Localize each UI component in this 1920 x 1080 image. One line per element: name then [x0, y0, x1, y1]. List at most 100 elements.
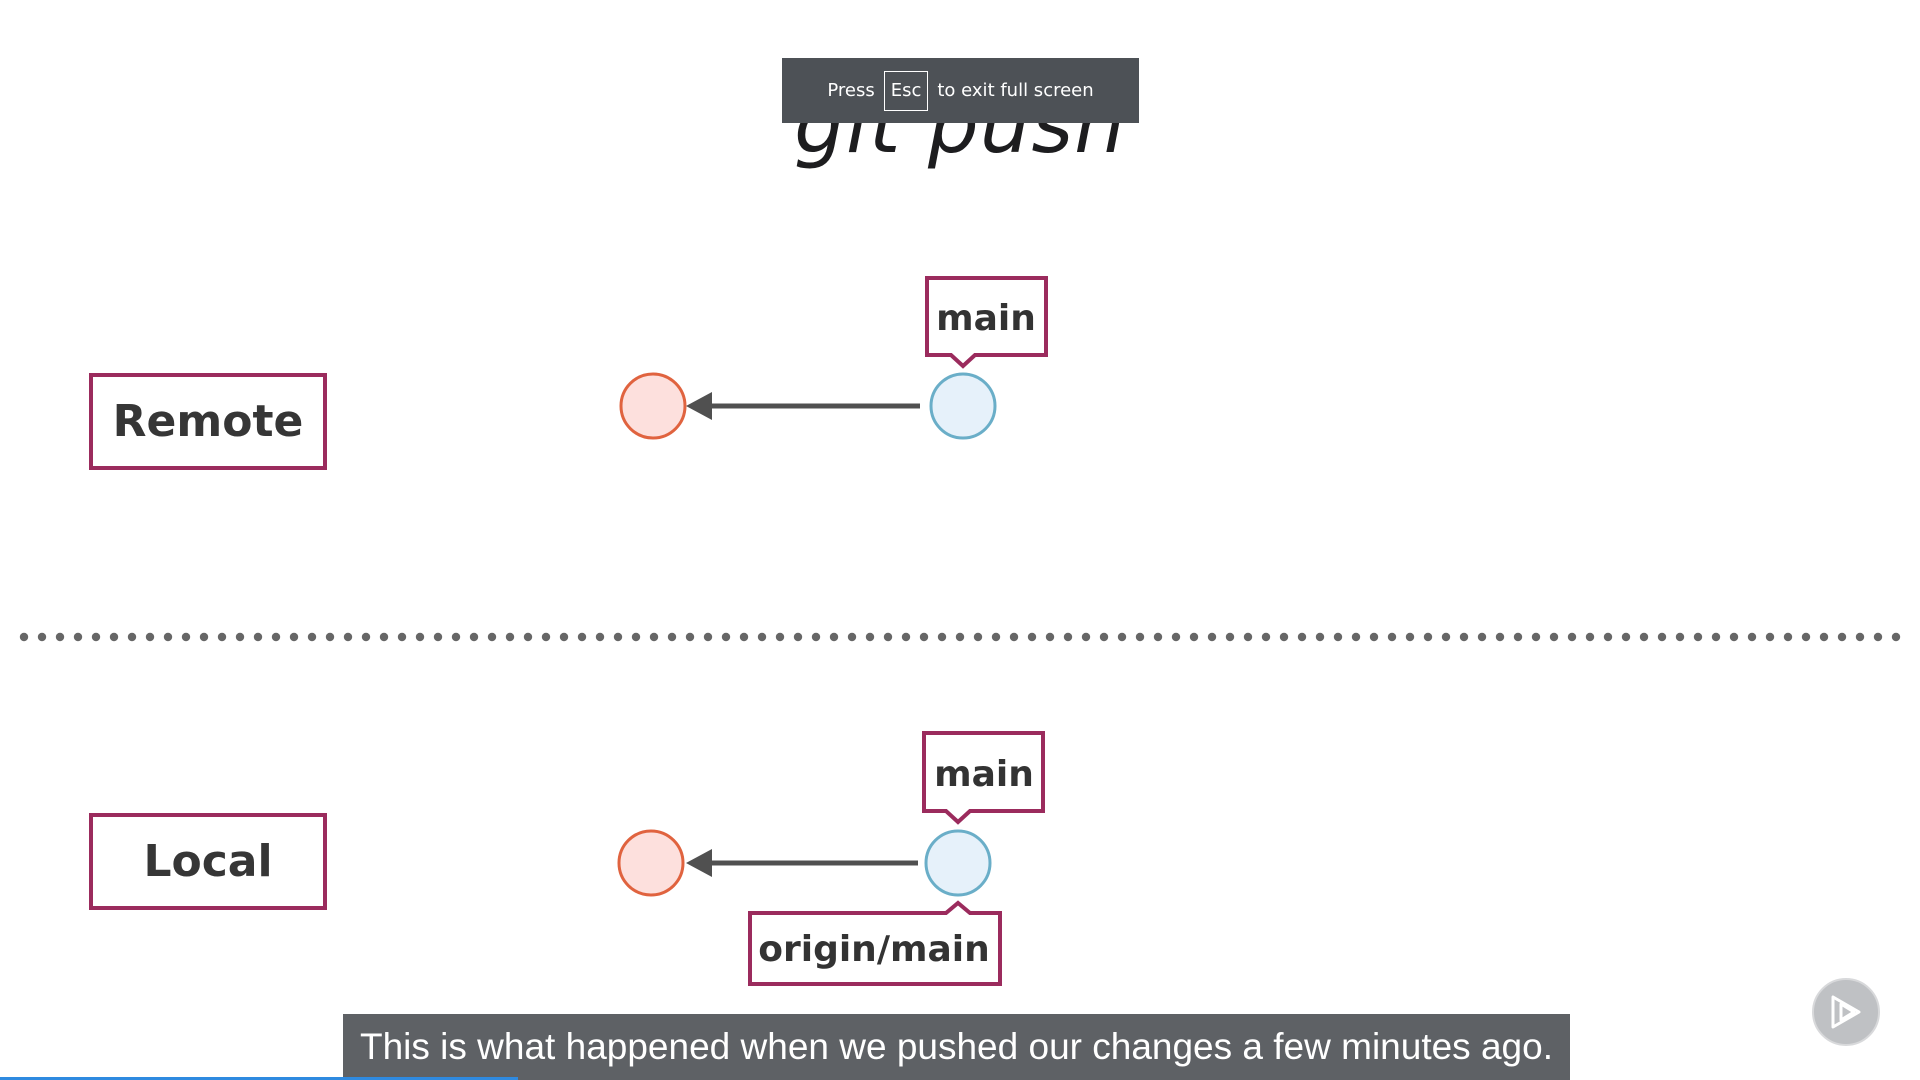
local-origin-main-tag: origin/main — [748, 900, 1002, 986]
divider-dot — [37, 632, 47, 642]
divider-dot — [451, 632, 461, 642]
divider-dot — [469, 632, 479, 642]
playback-progress-track[interactable] — [0, 1077, 1920, 1080]
divider-dot — [271, 632, 281, 642]
divider-dot — [937, 632, 947, 642]
divider-dot — [1171, 632, 1181, 642]
divider-dot — [595, 632, 605, 642]
divider-dot — [1585, 632, 1595, 642]
divider-dot — [1477, 632, 1487, 642]
divider-dot — [1459, 632, 1469, 642]
divider-dot — [1045, 632, 1055, 642]
divider-dot — [1603, 632, 1613, 642]
divider-dot — [19, 632, 29, 642]
divider-dot — [181, 632, 191, 642]
divider-dot — [775, 632, 785, 642]
divider-dot — [379, 632, 389, 642]
divider-dot — [1549, 632, 1559, 642]
divider-dot — [1819, 632, 1829, 642]
divider-dot — [865, 632, 875, 642]
divider-dot — [901, 632, 911, 642]
playback-progress-fill — [0, 1077, 519, 1080]
player-control-button[interactable] — [1812, 978, 1880, 1046]
divider-dot — [1279, 632, 1289, 642]
divider-dot — [397, 632, 407, 642]
divider-dot — [1639, 632, 1649, 642]
divider-dot — [1621, 632, 1631, 642]
divider-dot — [145, 632, 155, 642]
divider-dot — [199, 632, 209, 642]
remote-main-tag-label: main — [936, 298, 1036, 339]
divider-dot — [1675, 632, 1685, 642]
divider-dot — [541, 632, 551, 642]
divider-dot — [1063, 632, 1073, 642]
divider-dot — [847, 632, 857, 642]
divider-dot — [253, 632, 263, 642]
divider-dot — [163, 632, 173, 642]
divider-dot — [649, 632, 659, 642]
fullscreen-notice: Press Esc to exit full screen — [782, 58, 1139, 123]
divider-dot — [1855, 632, 1865, 642]
divider-dot — [55, 632, 65, 642]
divider-dot — [1117, 632, 1127, 642]
local-origin-main-tag-label: origin/main — [758, 929, 990, 970]
divider-dot — [235, 632, 245, 642]
divider-dot — [667, 632, 677, 642]
divider-dot — [1081, 632, 1091, 642]
remote-main-tag: main — [925, 276, 1048, 369]
divider-dot — [1333, 632, 1343, 642]
divider-dot — [829, 632, 839, 642]
divider-dot — [631, 632, 641, 642]
divider-dot — [1783, 632, 1793, 642]
divider-dot — [1153, 632, 1163, 642]
local-old-commit — [617, 829, 685, 897]
play-forward-icon — [1831, 995, 1861, 1029]
divider-dot — [505, 632, 515, 642]
divider-dot — [1189, 632, 1199, 642]
remote-label-box: Remote — [89, 373, 327, 470]
divider-dot — [577, 632, 587, 642]
divider-dot — [739, 632, 749, 642]
divider-dot — [1369, 632, 1379, 642]
divider-dot — [109, 632, 119, 642]
divider-dot — [919, 632, 929, 642]
divider-dot — [1135, 632, 1145, 642]
divider-dot — [1837, 632, 1847, 642]
fullscreen-notice-suffix: to exit full screen — [937, 80, 1094, 101]
divider-dot — [1711, 632, 1721, 642]
divider-dot — [793, 632, 803, 642]
divider-dot — [289, 632, 299, 642]
divider-dot — [1531, 632, 1541, 642]
remote-new-commit — [929, 372, 997, 440]
remote-label: Remote — [112, 396, 304, 447]
divider-dot — [685, 632, 695, 642]
divider-dot — [1099, 632, 1109, 642]
divider-dot — [1729, 632, 1739, 642]
divider-dot — [1891, 632, 1901, 642]
subtitle-caption: This is what happened when we pushed our… — [343, 1014, 1570, 1080]
divider-dot — [523, 632, 533, 642]
divider-dot — [343, 632, 353, 642]
divider-dot — [127, 632, 137, 642]
divider-dot — [1225, 632, 1235, 642]
local-main-tag-label: main — [934, 754, 1034, 795]
divider-dot — [1423, 632, 1433, 642]
esc-key-badge: Esc — [883, 70, 929, 111]
divider-dot — [325, 632, 335, 642]
divider-dot — [1297, 632, 1307, 642]
divider-dot — [811, 632, 821, 642]
fullscreen-notice-prefix: Press — [827, 80, 875, 101]
divider-dot — [973, 632, 983, 642]
local-graph: main origin/main — [617, 731, 1045, 986]
divider-dot — [1387, 632, 1397, 642]
divider-dot — [1243, 632, 1253, 642]
divider-dot — [1009, 632, 1019, 642]
divider-dot — [1405, 632, 1415, 642]
divider-dot — [757, 632, 767, 642]
divider-dot — [1801, 632, 1811, 642]
divider-dot — [883, 632, 893, 642]
divider-dot — [721, 632, 731, 642]
local-main-tag: main — [922, 731, 1045, 825]
